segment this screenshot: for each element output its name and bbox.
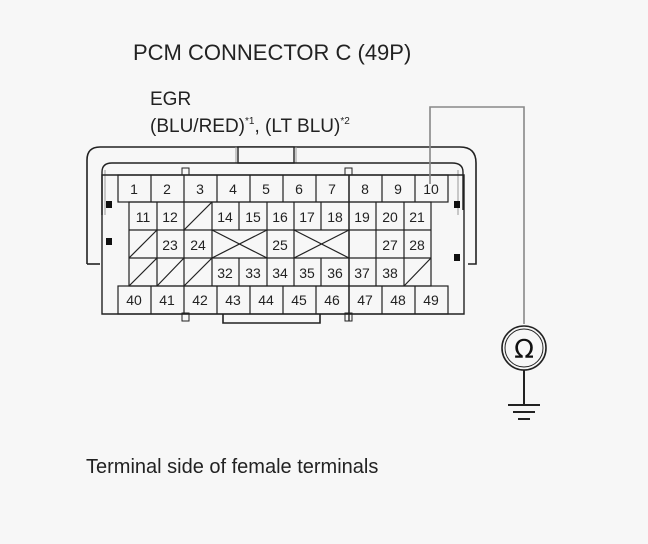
pin-47: 47 [357, 292, 373, 308]
connector-outer-shell [86, 146, 477, 265]
pin-9: 9 [394, 181, 402, 197]
side-lock-right-top [454, 201, 460, 208]
pin-33: 33 [245, 265, 261, 281]
blank-cavity-31 [183, 257, 213, 287]
pin-44: 44 [258, 292, 274, 308]
blank-cavity-13 [183, 201, 213, 231]
footnote-2: *2 [340, 116, 350, 127]
test-lead-wire [429, 106, 525, 324]
pin-2: 2 [163, 181, 171, 197]
wire-color-primary: (BLU/RED) [150, 116, 246, 137]
blank-cavity-39 [403, 257, 432, 287]
plug-x-left-b [211, 229, 268, 259]
row-4-labels: 32 33 34 35 36 37 38 [217, 265, 398, 281]
row-1-labels: 1 2 3 4 5 6 7 8 9 10 [130, 181, 439, 197]
pin-15: 15 [245, 209, 261, 225]
pin-3: 3 [196, 181, 204, 197]
pin-19: 19 [354, 209, 370, 225]
pin-23: 23 [162, 237, 178, 253]
pin-38: 38 [382, 265, 398, 281]
pin-16: 16 [272, 209, 288, 225]
wire-color-secondary: (LT BLU) [265, 116, 341, 137]
wire-color-separator: , [254, 116, 266, 137]
ohmmeter-icon: Ω [501, 325, 547, 371]
signal-name: EGR [150, 89, 192, 110]
pin-12: 12 [162, 209, 178, 225]
connector-inner-shell [101, 162, 464, 215]
pin-1: 1 [130, 181, 138, 197]
blank-cavity-29 [128, 257, 158, 287]
row-2-labels: 11 12 14 15 16 17 18 19 20 21 [136, 209, 425, 225]
footnote-1: *1 [245, 116, 255, 127]
pin-32: 32 [217, 265, 233, 281]
pin-17: 17 [299, 209, 315, 225]
row-3-labels: 23 24 25 27 28 [162, 237, 425, 253]
blank-cavity-30 [156, 257, 185, 287]
side-lock-right-bottom [454, 254, 460, 261]
pin-42: 42 [192, 292, 208, 308]
blank-cavity-22 [128, 229, 158, 259]
side-lock-left-bottom [106, 238, 112, 245]
wire-color-label: (BLU/RED)*1, (LT BLU)*2 [150, 111, 350, 138]
guide-key-top-right [344, 167, 353, 176]
ohm-symbol: Ω [514, 335, 534, 365]
pin-28: 28 [409, 237, 425, 253]
pin-37: 37 [354, 265, 370, 281]
side-lock-left-top [106, 201, 112, 208]
pin-34: 34 [272, 265, 288, 281]
guide-key-bottom-left [181, 312, 190, 322]
pin-40: 40 [126, 292, 142, 308]
pin-46: 46 [324, 292, 340, 308]
pin-48: 48 [390, 292, 406, 308]
pin-10: 10 [423, 181, 439, 197]
pin-36: 36 [327, 265, 343, 281]
pin-4: 4 [229, 181, 237, 197]
diagram-caption: Terminal side of female terminals [86, 456, 379, 478]
pin-6: 6 [295, 181, 303, 197]
pin-25: 25 [272, 237, 288, 253]
pin-18: 18 [327, 209, 343, 225]
pin-21: 21 [409, 209, 425, 225]
pin-8: 8 [361, 181, 369, 197]
top-latch [237, 146, 295, 164]
pin-27: 27 [382, 237, 398, 253]
connector-title: PCM CONNECTOR C (49P) [133, 40, 412, 65]
pin-24: 24 [190, 237, 206, 253]
plug-x-right-b [293, 229, 350, 259]
pin-49: 49 [423, 292, 439, 308]
row-5-labels: 40 41 42 43 44 45 46 47 48 49 [126, 292, 439, 308]
pin-43: 43 [225, 292, 241, 308]
bottom-latch [222, 314, 321, 324]
pin-45: 45 [291, 292, 307, 308]
signal-label-block: EGR (BLU/RED)*1, (LT BLU)*2 [150, 89, 350, 138]
pin-11: 11 [136, 209, 151, 225]
pin-41: 41 [159, 292, 175, 308]
pin-20: 20 [382, 209, 398, 225]
pin-35: 35 [299, 265, 315, 281]
pin-5: 5 [262, 181, 270, 197]
pin-14: 14 [217, 209, 233, 225]
ground-icon [508, 370, 540, 420]
guide-key-top-left [181, 167, 190, 176]
pin-7: 7 [328, 181, 336, 197]
